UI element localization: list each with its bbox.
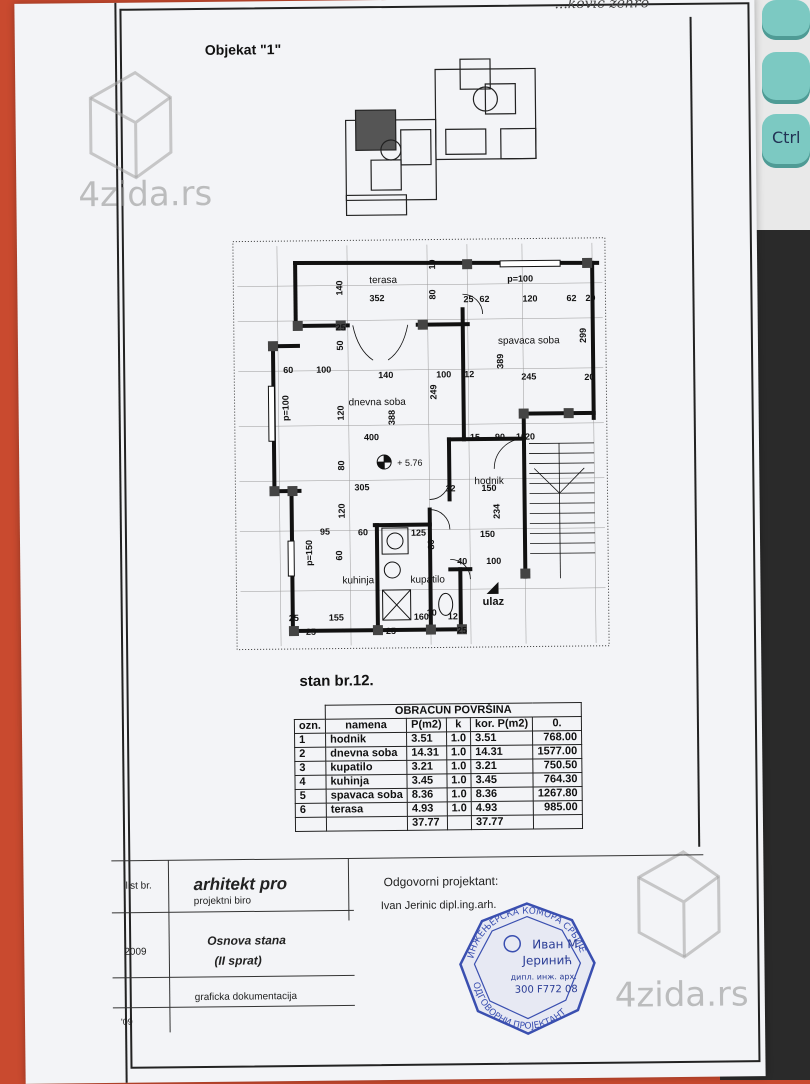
document-paper: ...kovic zehro Objekat "1" 4zida.rs 4zid… [14, 0, 765, 1084]
svg-text:20: 20 [585, 293, 595, 303]
svg-text:40: 40 [457, 556, 467, 566]
room-label-terasa: terasa [369, 275, 397, 286]
svg-text:140: 140 [378, 370, 393, 380]
svg-text:150: 150 [480, 529, 495, 539]
svg-text:80: 80 [427, 289, 437, 299]
room-label-kupatilo: kupatilo [410, 574, 445, 585]
svg-text:12: 12 [464, 369, 474, 379]
room-label-kuhinja: kuhinja [342, 575, 374, 586]
list-number-label: list br. [126, 881, 152, 892]
svg-text:60: 60 [283, 365, 293, 375]
total-corrected-area: 37.77 [471, 815, 533, 830]
svg-text:p=100: p=100 [507, 273, 533, 283]
svg-text:140: 140 [334, 280, 344, 295]
year-label: 2009 [124, 947, 146, 958]
drawing-title: Osnova stana [207, 933, 286, 948]
svg-text:25: 25 [457, 625, 467, 635]
svg-text:125: 125 [411, 528, 426, 538]
svg-text:25: 25 [289, 613, 299, 623]
svg-text:300 F772 08: 300 F772 08 [515, 984, 578, 996]
svg-text:234: 234 [492, 504, 502, 519]
svg-text:388: 388 [387, 410, 397, 425]
svg-text:Иван М.: Иван М. [532, 937, 581, 952]
floor-plan-drawing: terasa spavaca soba dnevna soba hodnik k… [14, 0, 765, 1084]
keyboard-key-top [762, 0, 810, 40]
svg-text:80: 80 [336, 460, 346, 470]
room-label-ulaz: ulaz [483, 596, 505, 608]
svg-text:120: 120 [522, 293, 537, 303]
area-table: OBRACUN POVRŠINA ozn. namena P(m2) k kor… [294, 702, 583, 832]
svg-text:100: 100 [436, 369, 451, 379]
keyboard-area: Ctrl [750, 0, 810, 230]
svg-text:20: 20 [525, 431, 535, 441]
svg-text:25: 25 [336, 322, 346, 332]
room-label-dnevna: dnevna soba [349, 397, 407, 409]
document-type: graficka dokumentacija [195, 991, 297, 1003]
keyboard-key-middle [762, 52, 810, 104]
svg-text:80: 80 [426, 540, 436, 550]
svg-text:10: 10 [427, 608, 437, 618]
svg-text:155: 155 [329, 612, 344, 622]
svg-text:389: 389 [495, 354, 505, 369]
svg-text:25: 25 [306, 627, 316, 637]
svg-text:12: 12 [445, 483, 455, 493]
svg-text:150: 150 [481, 483, 496, 493]
svg-text:400: 400 [364, 432, 379, 442]
responsible-label: Odgovorni projektant: [384, 874, 499, 889]
svg-text:120: 120 [337, 503, 347, 518]
svg-text:352: 352 [369, 293, 384, 303]
entrance-arrow-icon [486, 582, 498, 594]
svg-text:Јеринић: Јеринић [521, 953, 572, 968]
svg-text:p=150: p=150 [304, 540, 314, 566]
svg-text:305: 305 [354, 482, 369, 492]
key-label: Ctrl [772, 128, 800, 147]
svg-text:299: 299 [578, 328, 588, 343]
engineer-stamp: ИНЖЕЊЕРСКА КОМОРА СРБИЈЕ ОДГОВОРНИ ПРОЈЕ… [452, 898, 603, 1040]
table-total-row: 37.77 37.77 [295, 815, 582, 832]
svg-text:100: 100 [486, 556, 501, 566]
year-short: '09 [121, 1017, 133, 1027]
drawing-floor: (II sprat) [214, 953, 261, 967]
company-subtitle: projektni biro [194, 895, 251, 907]
svg-text:25: 25 [463, 294, 473, 304]
svg-text:62: 62 [479, 294, 489, 304]
company-name: arhitekt pro [193, 874, 287, 895]
svg-text:15: 15 [470, 432, 480, 442]
svg-text:249: 249 [428, 384, 438, 399]
svg-text:245: 245 [521, 371, 536, 381]
elevation-marker-icon [377, 455, 391, 469]
svg-text:60: 60 [358, 527, 368, 537]
svg-text:100: 100 [316, 365, 331, 375]
svg-text:20: 20 [584, 372, 594, 382]
svg-text:12: 12 [448, 611, 458, 621]
elevation-label: + 5.76 [397, 458, 422, 468]
svg-text:50: 50 [335, 340, 345, 350]
svg-text:25: 25 [386, 626, 396, 636]
svg-text:120: 120 [336, 405, 346, 420]
keyboard-key-ctrl: Ctrl [762, 114, 810, 168]
svg-text:95: 95 [320, 527, 330, 537]
room-label-spavaca: spavaca soba [498, 335, 560, 347]
total-area: 37.77 [408, 816, 448, 830]
svg-text:90: 90 [495, 432, 505, 442]
svg-text:10: 10 [427, 259, 437, 269]
svg-text:дипл. инж. арх.: дипл. инж. арх. [511, 972, 577, 982]
svg-text:p=100: p=100 [280, 395, 290, 421]
key-plan-icon [345, 58, 537, 215]
svg-text:62: 62 [566, 293, 576, 303]
unit-title: stan br.12. [299, 672, 373, 690]
svg-text:60: 60 [334, 550, 344, 560]
